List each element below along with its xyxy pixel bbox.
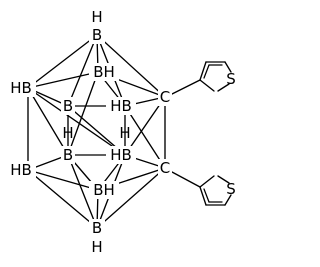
atom-label-mr2: HB — [110, 146, 132, 164]
bond — [171, 171, 201, 188]
atom-label-bot-b: B — [92, 219, 102, 237]
bond — [27, 87, 69, 156]
atom-label-ml1-h: H — [62, 124, 73, 142]
atom-label-ul: HB — [10, 79, 32, 97]
bond — [224, 194, 232, 206]
double-bond — [203, 188, 210, 203]
bond — [217, 175, 230, 184]
bond — [67, 34, 98, 107]
bond — [124, 105, 166, 169]
bond — [124, 96, 166, 156]
atom-label-ll: HB — [10, 161, 32, 179]
atom-label-ml2: B — [63, 146, 73, 164]
carborane-structure-diagram: H B HB BH B HB C H H B HB HB BH C B H S … — [6, 8, 236, 257]
thiophene-ring-bottom — [199, 175, 232, 206]
bond — [96, 34, 166, 98]
double-bond — [203, 64, 210, 79]
atom-labels: H B HB BH B HB C H H B HB HB BH C B H S … — [6, 8, 236, 257]
bond — [199, 79, 215, 92]
atom-label-s-top: S — [226, 70, 236, 88]
thiophene-ring-top — [199, 61, 232, 92]
atom-label-bot-h: H — [91, 238, 102, 256]
atom-label-ur: BH — [93, 63, 115, 81]
bond — [217, 83, 230, 92]
bond — [27, 87, 126, 156]
atom-label-mr1: HB — [110, 97, 132, 115]
bond — [224, 61, 232, 73]
bond — [199, 61, 207, 81]
atom-label-ml1: B — [63, 97, 73, 115]
atom-label-mr1-h: H — [119, 124, 130, 142]
bond — [27, 169, 99, 191]
bond — [199, 175, 215, 188]
bond — [67, 154, 98, 229]
atom-label-top-h: H — [91, 8, 102, 26]
atom-label-s-bottom: S — [226, 180, 236, 198]
substituent-bonds — [171, 79, 201, 188]
bond — [27, 34, 98, 89]
bond — [67, 71, 99, 156]
atom-label-c2: C — [160, 159, 170, 177]
atom-label-lr: BH — [93, 181, 115, 199]
atom-label-c1: C — [160, 88, 170, 106]
bond — [171, 79, 201, 95]
bond — [96, 167, 166, 229]
bond — [199, 186, 207, 206]
bond — [27, 169, 98, 229]
atom-label-top-b: B — [92, 26, 102, 44]
bond — [27, 71, 99, 89]
